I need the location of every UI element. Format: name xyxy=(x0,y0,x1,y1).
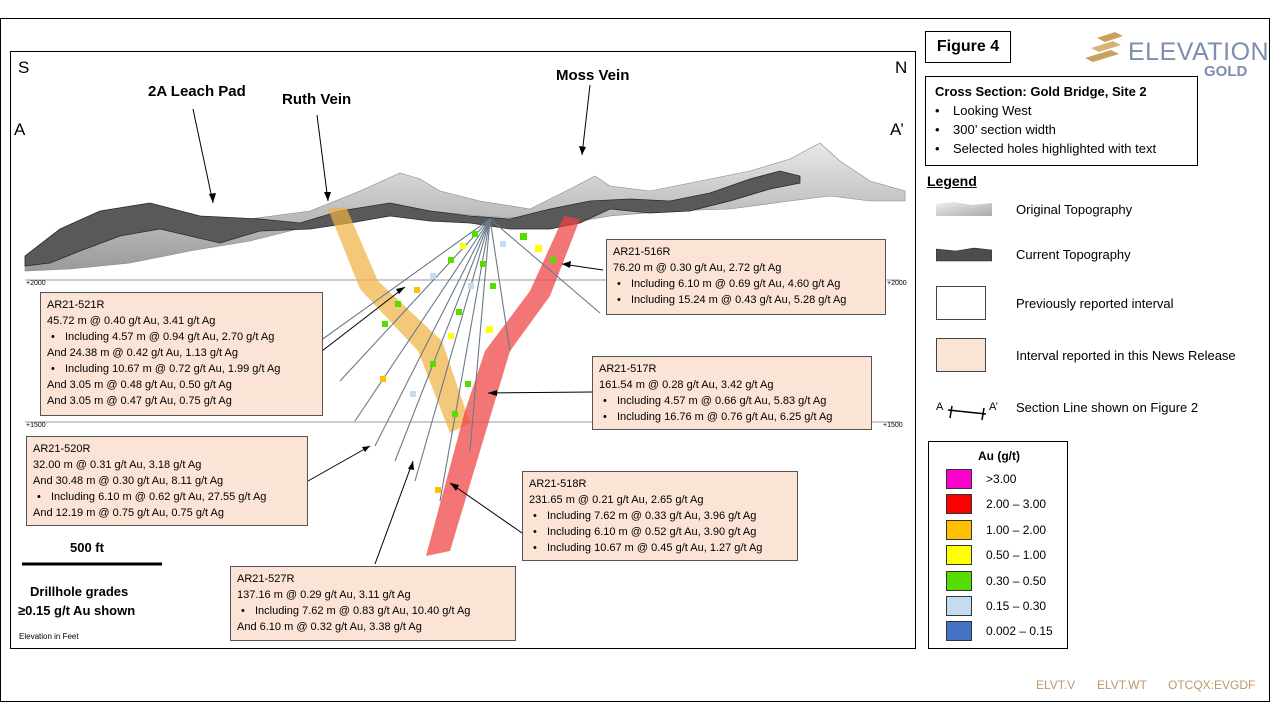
interval-line: Including 6.10 m @ 0.52 g/t Au, 3.90 g/t… xyxy=(529,524,791,540)
callout-arrows xyxy=(192,84,604,565)
figure-label: Figure 4 xyxy=(925,31,1011,63)
logo-sub-wordmark: GOLD xyxy=(1204,63,1248,80)
au-bin-swatch xyxy=(946,520,972,540)
elevation-units-note: Elevation in Feet xyxy=(19,632,79,641)
au-bin-swatch xyxy=(946,545,972,565)
logo-mark-icon xyxy=(1085,32,1123,62)
interval-line: 32.00 m @ 0.31 g/t Au, 3.18 g/t Ag xyxy=(33,459,202,471)
interval-line: And 30.48 m @ 0.30 g/t Au, 8.11 g/t Ag xyxy=(33,475,224,487)
au-bin-swatch xyxy=(946,596,972,616)
elevation-1500-right: +1500 xyxy=(883,422,903,429)
section-info-item: Selected holes highlighted with text xyxy=(935,139,1188,158)
section-end-label: A’ xyxy=(890,120,904,139)
scale-bar-label: 500 ft xyxy=(70,540,104,555)
ticker-warrants: ELVT.WT xyxy=(1097,678,1147,692)
callout-ar21-518r: AR21-518R 231.65 m @ 0.21 g/t Au, 2.65 g… xyxy=(522,471,798,561)
south-label: S xyxy=(18,58,30,77)
company-logo: ELEVATION GOLD xyxy=(1085,28,1269,83)
arrow-heads xyxy=(209,146,586,491)
elevation-1500-left: +1500 xyxy=(26,422,46,429)
section-start-label: A xyxy=(14,120,26,139)
drillhole-grade-note: Drillhole grades ≥0.15 g/t Au shown xyxy=(18,584,136,618)
section-line-start: A xyxy=(936,401,944,413)
section-info-box: Cross Section: Gold Bridge, Site 2 Looki… xyxy=(925,76,1198,166)
callout-ar21-516r: AR21-516R 76.20 m @ 0.30 g/t Au, 2.72 g/… xyxy=(606,239,886,315)
interval-line: Including 10.67 m @ 0.72 g/t Au, 1.99 g/… xyxy=(47,361,316,377)
interval-line: And 3.05 m @ 0.48 g/t Au, 0.50 g/t Ag xyxy=(47,379,232,391)
section-info-item: Looking West xyxy=(935,101,1188,120)
callout-ar21-517r: AR21-517R 161.54 m @ 0.28 g/t Au, 3.42 g… xyxy=(592,356,872,430)
figure-frame xyxy=(0,18,1270,702)
section-info-item: 300’ section width xyxy=(935,120,1188,139)
section-line-symbol: A A’ xyxy=(936,401,998,421)
interval-line: Including 7.62 m @ 0.33 g/t Au, 3.96 g/t… xyxy=(529,508,791,524)
grade-markers xyxy=(380,231,556,493)
callout-ar21-527r: AR21-527R 137.16 m @ 0.29 g/t Au, 3.11 g… xyxy=(230,566,516,641)
callout-ar21-520r: AR21-520R 32.00 m @ 0.31 g/t Au, 3.18 g/… xyxy=(26,436,308,526)
hole-id: AR21-527R xyxy=(237,573,295,585)
elevation-2000-left: +2000 xyxy=(26,280,46,287)
ticker-otcqx: OTCQX:EVGDF xyxy=(1168,678,1256,692)
logo-wordmark: ELEVATION xyxy=(1128,38,1270,66)
section-info-title: Cross Section: Gold Bridge, Site 2 xyxy=(935,84,1147,99)
moss-vein xyxy=(426,216,580,556)
interval-line: 231.65 m @ 0.21 g/t Au, 2.65 g/t Ag xyxy=(529,494,704,506)
current-topography-swatch xyxy=(936,247,992,262)
interval-line: 137.16 m @ 0.29 g/t Au, 3.11 g/t Ag xyxy=(237,589,411,601)
interval-line: 45.72 m @ 0.40 g/t Au, 3.41 g/t Ag xyxy=(47,315,216,327)
legend-title: Legend xyxy=(927,173,977,189)
interval-line: 76.20 m @ 0.30 g/t Au, 2.72 g/t Ag xyxy=(613,262,782,274)
interval-line: And 6.10 m @ 0.32 g/t Au, 3.38 g/t Ag xyxy=(237,621,422,633)
interval-line: Including 6.10 m @ 0.62 g/t Au, 27.55 g/… xyxy=(33,489,301,505)
hole-id: AR21-516R xyxy=(613,246,671,258)
moss-vein-label: Moss Vein xyxy=(556,67,630,84)
interval-line: Including 6.10 m @ 0.69 g/t Au, 4.60 g/t… xyxy=(613,276,879,292)
peach-box-swatch xyxy=(936,338,986,372)
interval-line: And 24.38 m @ 0.42 g/t Au, 1.13 g/t Ag xyxy=(47,347,238,359)
ruth-vein-label: Ruth Vein xyxy=(282,91,352,108)
white-box-swatch xyxy=(936,286,986,320)
au-grade-legend: Au (g/t) >3.00 2.00 – 3.00 1.00 – 2.00 0… xyxy=(928,441,1068,649)
leach-pad-label: 2A Leach Pad xyxy=(148,83,246,100)
au-legend-title: Au (g/t) xyxy=(978,449,1020,463)
interval-line: Including 15.24 m @ 0.43 g/t Au, 5.28 g/… xyxy=(613,292,879,308)
ticker-tsxv: ELVT.V xyxy=(1036,678,1076,692)
au-bin-swatch xyxy=(946,469,972,489)
interval-line: Including 4.57 m @ 0.66 g/t Au, 5.83 g/t… xyxy=(599,393,865,409)
hole-id: AR21-520R xyxy=(33,443,91,455)
elevation-2000-right: +2000 xyxy=(887,280,907,287)
callout-ar21-521r: AR21-521R 45.72 m @ 0.40 g/t Au, 3.41 g/… xyxy=(40,292,323,416)
interval-line: And 12.19 m @ 0.75 g/t Au, 0.75 g/t Ag xyxy=(33,507,224,519)
interval-line: Including 16.76 m @ 0.76 g/t Au, 6.25 g/… xyxy=(599,409,865,425)
interval-line: Including 10.67 m @ 0.45 g/t Au, 1.27 g/… xyxy=(529,540,791,556)
interval-line: 161.54 m @ 0.28 g/t Au, 3.42 g/t Ag xyxy=(599,379,774,391)
section-line-end: A’ xyxy=(989,401,998,413)
au-bin-swatch xyxy=(946,571,972,591)
interval-line: Including 4.57 m @ 0.94 g/t Au, 2.70 g/t… xyxy=(47,329,316,345)
hole-id: AR21-521R xyxy=(47,299,105,311)
hole-id: AR21-517R xyxy=(599,363,657,375)
interval-line: Including 7.62 m @ 0.83 g/t Au, 10.40 g/… xyxy=(237,603,509,619)
interval-line: And 3.05 m @ 0.47 g/t Au, 0.75 g/t Ag xyxy=(47,395,232,407)
cross-section-graphic xyxy=(22,84,906,566)
au-bin-swatch xyxy=(946,621,972,641)
north-label: N xyxy=(895,58,908,77)
original-topography-swatch xyxy=(936,202,992,216)
ruth-vein xyxy=(328,207,470,433)
hole-id: AR21-518R xyxy=(529,478,587,490)
au-bin-swatch xyxy=(946,494,972,514)
